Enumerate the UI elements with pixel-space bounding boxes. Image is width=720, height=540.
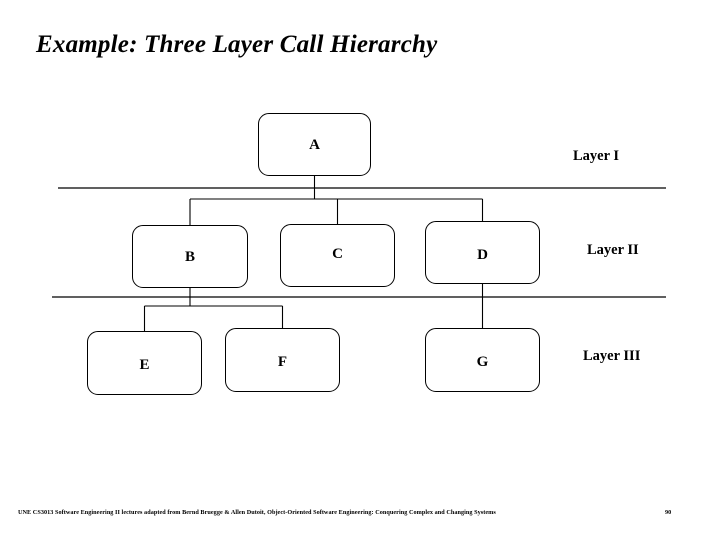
node-f[interactable]: F xyxy=(225,328,340,392)
layer-iii-label: Layer III xyxy=(583,348,641,364)
node-label-f: F xyxy=(277,354,288,370)
connector-group xyxy=(143,176,484,331)
node-label-d: D xyxy=(477,247,488,263)
page-number: 90 xyxy=(665,509,672,516)
layer-i-label: Layer I xyxy=(573,148,620,164)
node-b[interactable]: B xyxy=(132,225,248,288)
footer-credit: UNE CS3013 Software Engineering II lectu… xyxy=(18,509,496,516)
node-label-g: G xyxy=(476,354,489,370)
node-label-c: C xyxy=(332,246,343,262)
layer-separator-group xyxy=(52,187,666,298)
node-d[interactable]: D xyxy=(425,221,540,284)
node-label-b: B xyxy=(184,249,195,265)
node-c[interactable]: C xyxy=(280,224,395,287)
node-e[interactable]: E xyxy=(87,331,202,395)
layer-ii-label: Layer II xyxy=(587,242,639,258)
node-label-a: A xyxy=(309,137,320,153)
node-a[interactable]: A xyxy=(258,113,371,176)
node-label-e: E xyxy=(139,357,150,373)
node-g[interactable]: G xyxy=(425,328,540,392)
page-title: Example: Three Layer Call Hierarchy xyxy=(36,31,438,58)
